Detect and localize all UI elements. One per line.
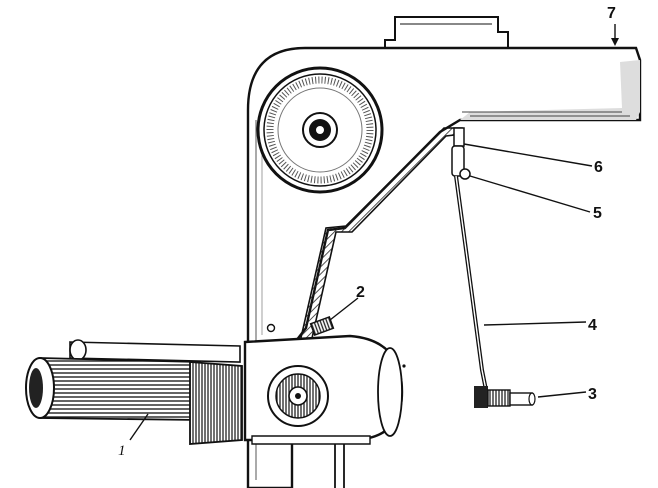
callout-4: 4 — [588, 317, 597, 334]
callout-2: 2 — [356, 284, 365, 301]
top-block — [384, 16, 509, 49]
pointer-rod — [451, 127, 536, 408]
base — [334, 444, 345, 488]
column-screw — [266, 323, 276, 333]
callout-5: 5 — [593, 205, 602, 222]
eyepiece-assembly — [25, 339, 243, 445]
head-housing — [243, 334, 406, 445]
clamp-screw — [309, 316, 335, 336]
callout-7: 7 — [607, 5, 616, 22]
callout-1: 1 — [118, 443, 126, 459]
callout-3: 3 — [588, 386, 597, 403]
leader-lines — [129, 24, 619, 441]
callout-6: 6 — [594, 159, 603, 176]
dial — [256, 66, 384, 194]
